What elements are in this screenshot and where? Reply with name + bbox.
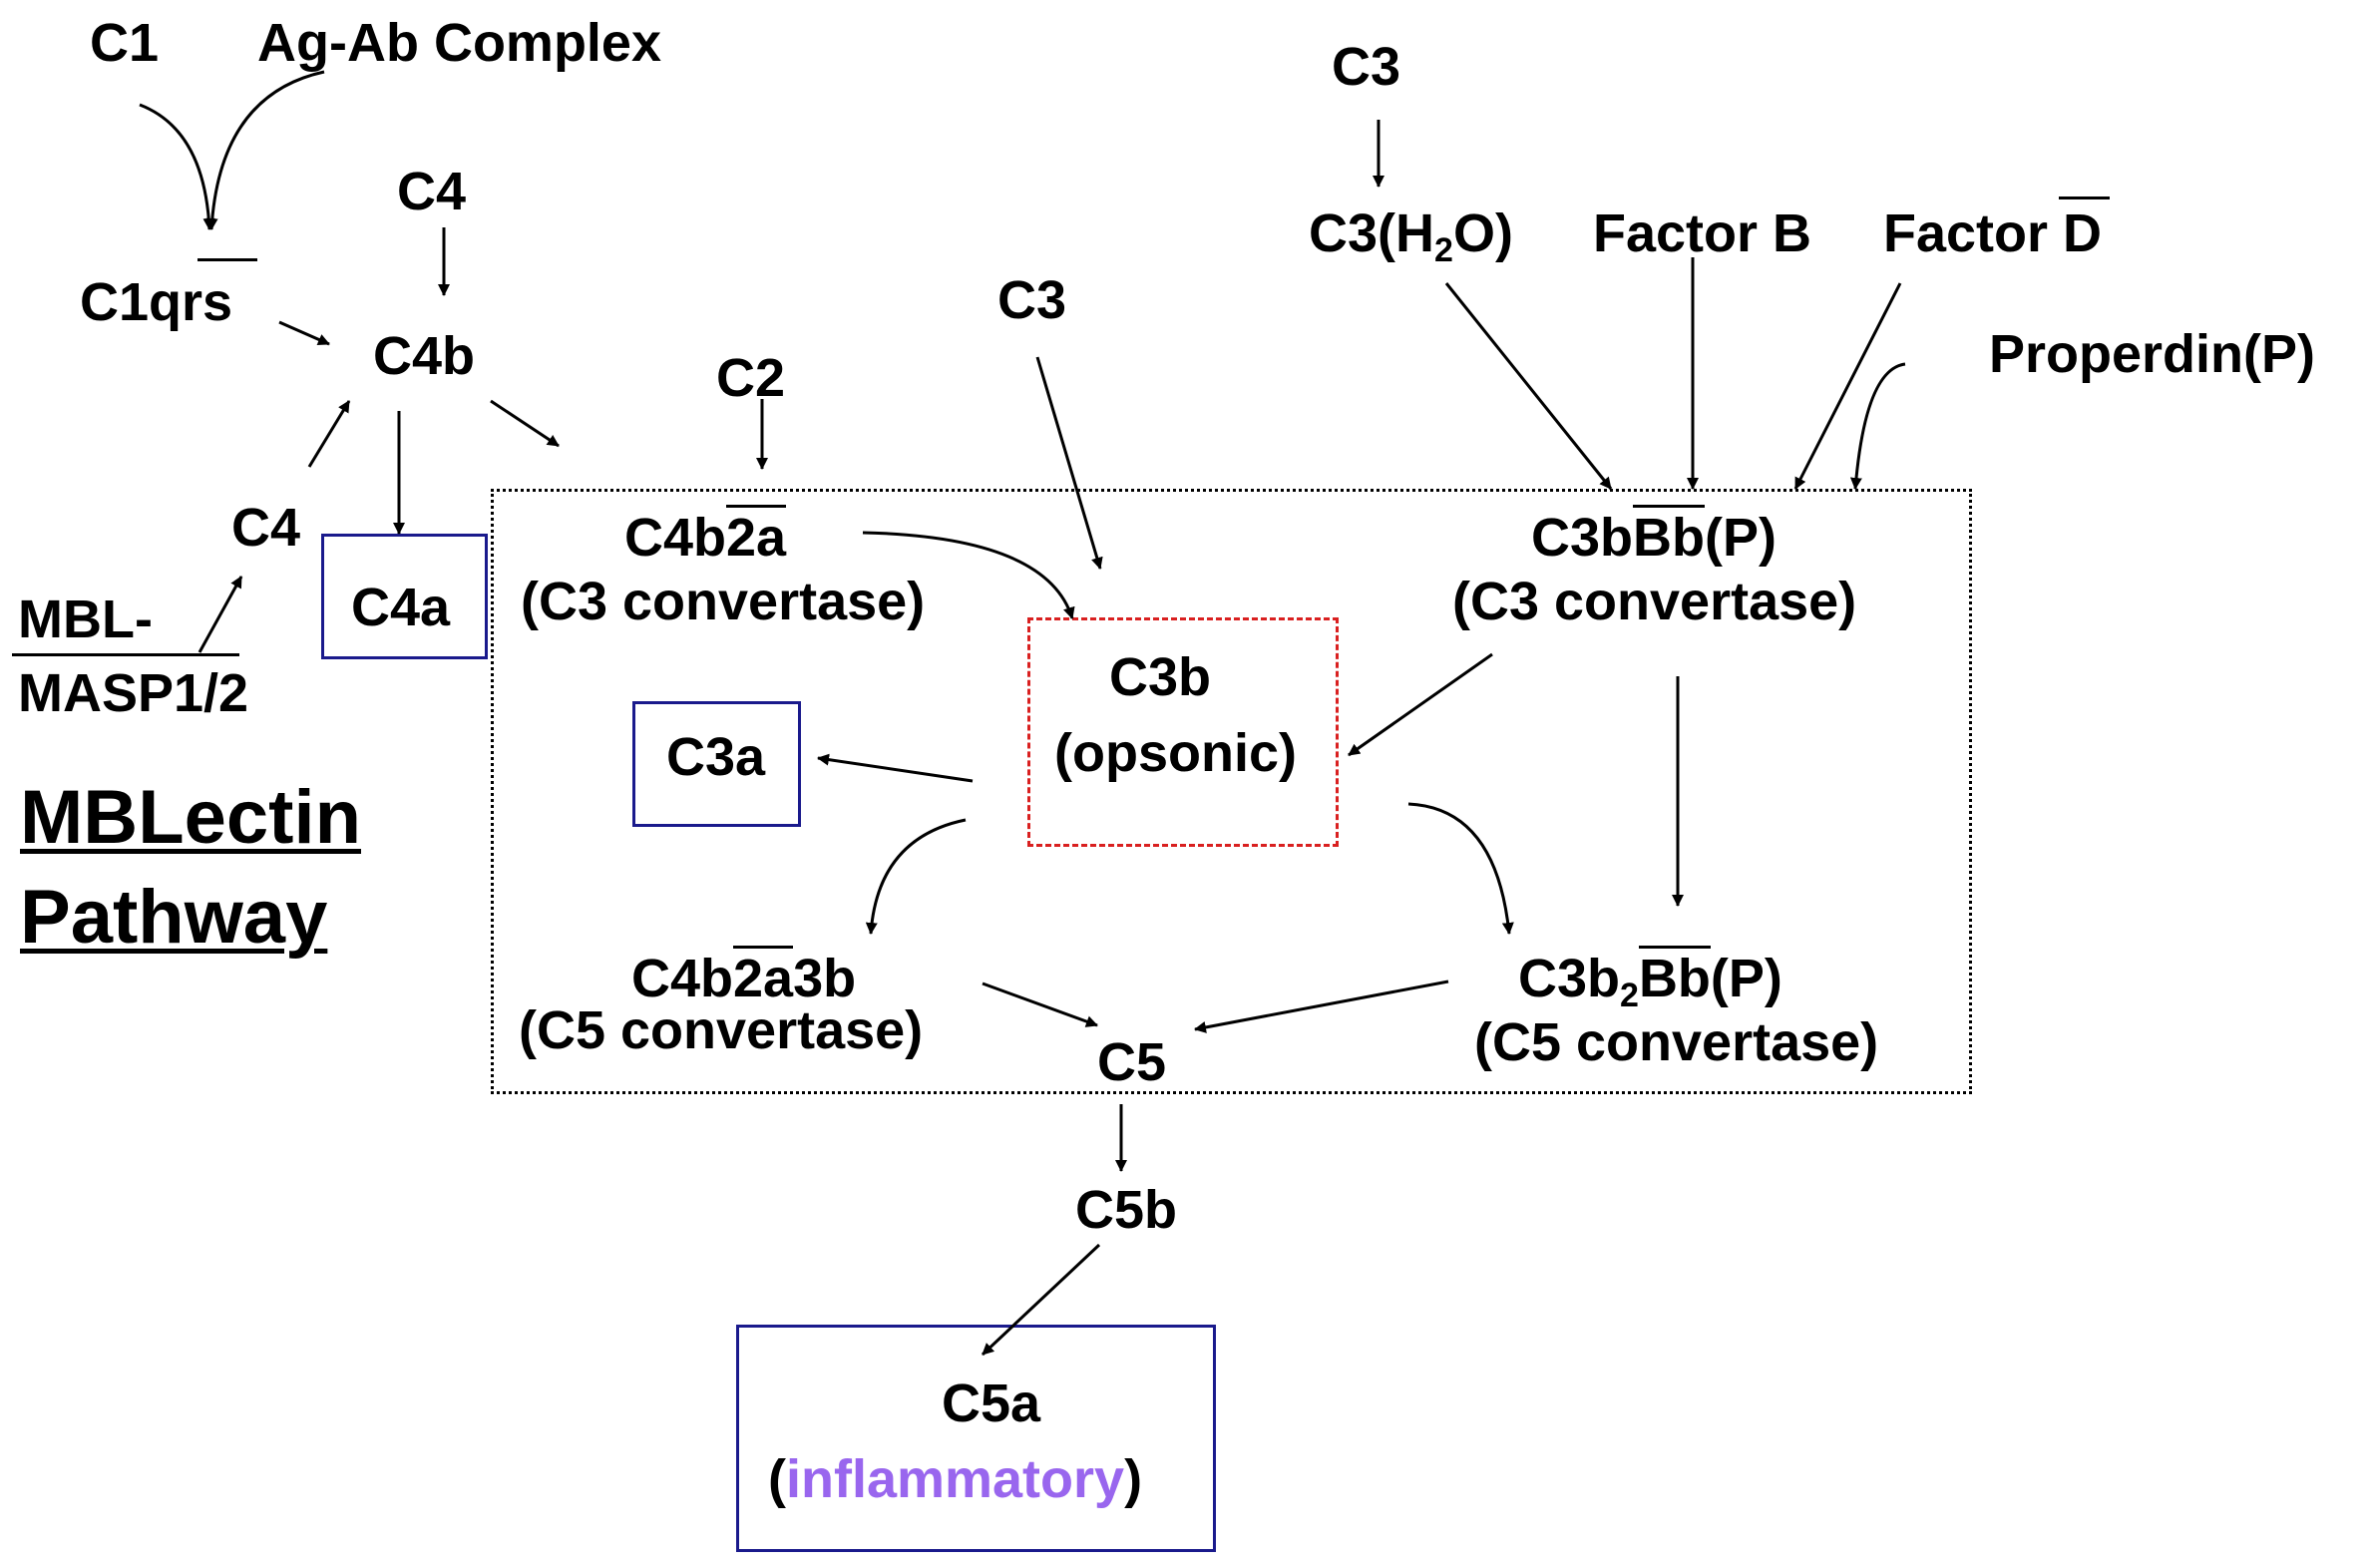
c4b2a3b-note: (C5 convertase) xyxy=(519,1000,924,1060)
mbl-label-line2: MASP1/2 xyxy=(18,663,249,723)
arrow-c3b2bb-to-c5 xyxy=(1194,980,1449,1033)
arrow-c3b-to-c3a xyxy=(817,753,974,783)
c3bbb-note: (C3 convertase) xyxy=(1452,572,1857,631)
arrow-c3mid-to-c3b xyxy=(1035,356,1103,570)
c4b2a3b-label: C4b2a3b xyxy=(631,946,857,1008)
c4-top-label: C4 xyxy=(397,162,467,221)
arrow-c3b-to-c3b2bb xyxy=(1407,802,1514,935)
c3bbb-overbar: Bb xyxy=(1633,505,1705,568)
arrow-c1-to-c1qrs xyxy=(139,103,215,230)
c4b-label: C4b xyxy=(373,326,476,386)
c4b2a-note: (C3 convertase) xyxy=(521,572,926,631)
c4b2a-label: C4b2a xyxy=(624,505,787,568)
c5a-label: C5a xyxy=(942,1373,1041,1433)
c3b-label: C3b xyxy=(1109,647,1212,707)
arrow-factord-to-c3bbb xyxy=(1793,282,1902,490)
c5b-label: C5b xyxy=(1075,1180,1178,1240)
c3a-label: C3a xyxy=(666,727,766,787)
c1qrs-bar xyxy=(198,258,257,261)
c3b-note: (opsonic) xyxy=(1054,723,1297,783)
inflammatory-text: inflammatory xyxy=(785,1449,1125,1509)
arrow-c3bbb-to-c3b xyxy=(1348,652,1493,757)
c3h2o-label: C3(H2O) xyxy=(1309,203,1513,269)
c4b2a3b-overbar: 2a xyxy=(733,946,794,1008)
c5a-box xyxy=(736,1325,1216,1552)
arrow-c4b2a-to-c3b xyxy=(862,531,1075,619)
pathway-title-line2: Pathway xyxy=(20,875,328,960)
mbl-label-line1: MBL- xyxy=(18,589,153,649)
c4a-box xyxy=(321,534,488,659)
c3b2bb-overbar: Bb xyxy=(1638,946,1711,1008)
arrow-c3h2o-to-c3bbb xyxy=(1444,282,1613,490)
pathway-title-line1: MBLectin xyxy=(20,775,361,860)
c5a-note: (inflammatory) xyxy=(768,1449,1143,1509)
c3b2bb-note: (C5 convertase) xyxy=(1474,1012,1879,1072)
c3-top-label: C3 xyxy=(1332,37,1401,97)
c5-label: C5 xyxy=(1097,1032,1167,1092)
arrow-c4-to-c4b xyxy=(307,400,351,468)
c3b-box xyxy=(1027,617,1339,847)
arrow-agab-to-c1qrs xyxy=(205,70,325,230)
factor-d-overbar: D xyxy=(2059,196,2111,260)
c4-mid-label: C4 xyxy=(231,498,301,558)
c1-label: C1 xyxy=(90,13,160,73)
factor-d-label: Factor D xyxy=(1883,196,2111,260)
arrow-c5b-to-c5a xyxy=(981,1243,1101,1357)
arrow-mbl-to-c4 xyxy=(198,576,243,653)
convertase-region xyxy=(491,489,1972,1094)
c3-mid-label: C3 xyxy=(997,270,1067,330)
c3a-box xyxy=(632,701,801,827)
c1qrs-label: C1qrs xyxy=(80,272,233,332)
arrow-c4b-to-region xyxy=(490,399,560,448)
ag-ab-complex-label: Ag-Ab Complex xyxy=(257,13,661,73)
arrow-c3b-to-c4b2a3b xyxy=(865,818,967,935)
c4b2a-overbar: 2a xyxy=(726,505,787,568)
factor-b-label: Factor B xyxy=(1593,203,1812,263)
properdin-label: Properdin(P) xyxy=(1989,324,2316,384)
arrow-c1qrs-to-c4b xyxy=(278,320,330,346)
c3bbb-label: C3bBb(P) xyxy=(1531,505,1777,568)
mbl-divider xyxy=(12,653,239,656)
c3b2bb-label: C3b2Bb(P) xyxy=(1518,946,1782,1014)
c2-label: C2 xyxy=(716,348,786,408)
arrow-c4b2a3b-to-c5 xyxy=(982,981,1098,1027)
arrow-properdin-to-c3bbb xyxy=(1849,362,1906,490)
c4a-label: C4a xyxy=(351,578,451,637)
